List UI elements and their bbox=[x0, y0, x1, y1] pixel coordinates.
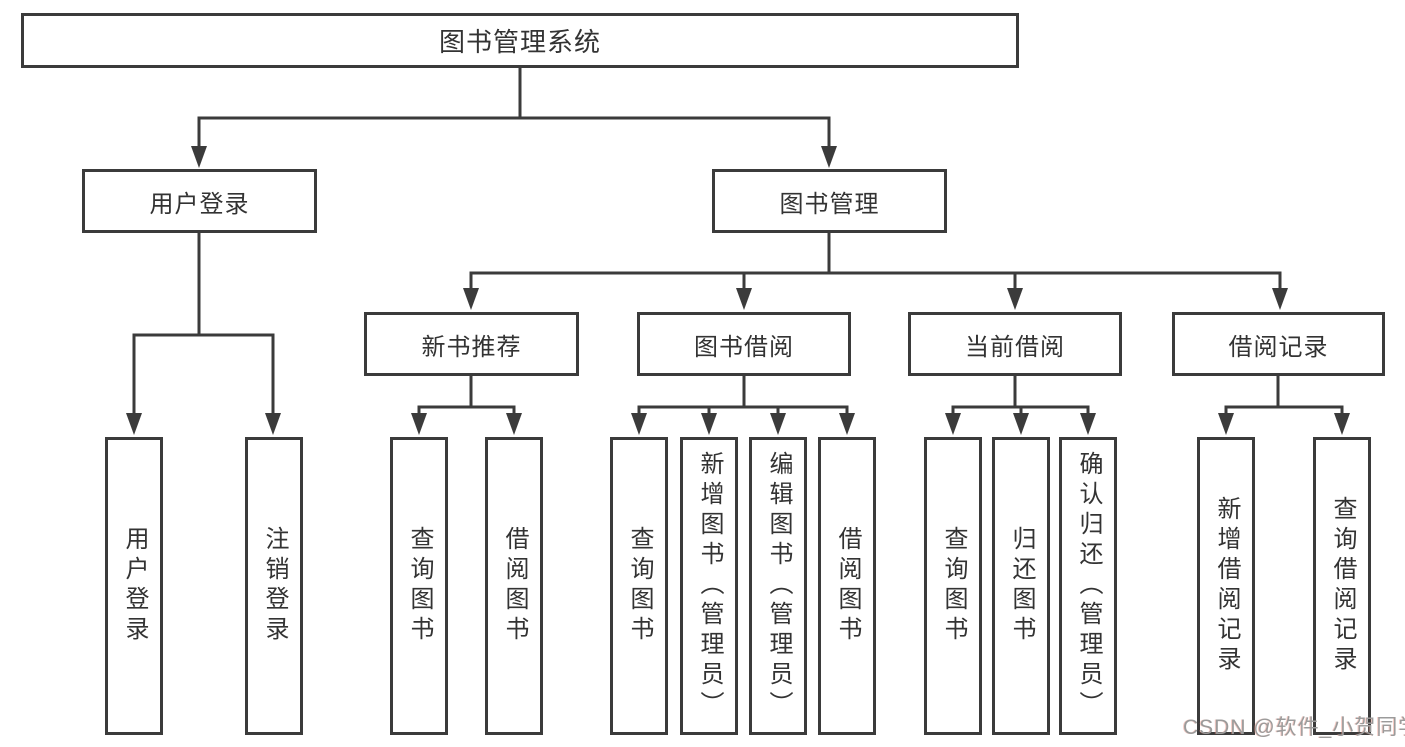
node-current-borrowing: 当前借阅 bbox=[908, 312, 1122, 376]
node-label: 借阅图书 bbox=[501, 526, 528, 646]
node-label: 图书管理系统 bbox=[438, 27, 601, 57]
node-label: 用户登录 bbox=[149, 190, 250, 218]
node-leaf-add-books-admin: 新增图书（管理员） bbox=[680, 437, 738, 735]
node-leaf-borrow-books-recommend: 借阅图书 bbox=[485, 437, 543, 735]
node-leaf-query-borrow-record: 查询借阅记录 bbox=[1313, 437, 1371, 735]
node-label: 查询借阅记录 bbox=[1329, 496, 1356, 676]
node-label: 查询图书 bbox=[406, 526, 433, 646]
node-leaf-logout: 注销登录 bbox=[245, 437, 303, 735]
node-label: 新增借阅记录 bbox=[1213, 496, 1240, 676]
node-leaf-query-books-borrowing: 查询图书 bbox=[610, 437, 668, 735]
node-book-management: 图书管理 bbox=[712, 169, 947, 233]
node-leaf-edit-books-admin: 编辑图书（管理员） bbox=[749, 437, 807, 735]
node-library-management-system: 图书管理系统 bbox=[21, 13, 1019, 68]
node-label: 注销登录 bbox=[261, 526, 288, 646]
node-user-login: 用户登录 bbox=[82, 169, 317, 233]
node-new-book-recommendation: 新书推荐 bbox=[364, 312, 579, 376]
node-leaf-borrow-books-borrowing: 借阅图书 bbox=[818, 437, 876, 735]
node-borrowing-records: 借阅记录 bbox=[1172, 312, 1385, 376]
node-label: 归还图书 bbox=[1008, 526, 1035, 646]
node-label: 借阅记录 bbox=[1228, 333, 1329, 361]
node-label: 借阅图书 bbox=[834, 526, 861, 646]
node-leaf-return-books: 归还图书 bbox=[992, 437, 1050, 735]
node-label: 当前借阅 bbox=[965, 333, 1065, 361]
node-label: 编辑图书（管理员） bbox=[765, 451, 792, 721]
node-leaf-confirm-return-admin: 确认归还（管理员） bbox=[1059, 437, 1117, 735]
node-leaf-add-borrow-record: 新增借阅记录 bbox=[1197, 437, 1255, 735]
node-leaf-query-books-current: 查询图书 bbox=[924, 437, 982, 735]
node-book-borrowing: 图书借阅 bbox=[637, 312, 851, 376]
node-label: 图书管理 bbox=[779, 190, 880, 218]
csdn-watermark: CSDN @软件_小贺同学 bbox=[1183, 716, 1405, 739]
node-label: 确认归还（管理员） bbox=[1075, 451, 1102, 721]
node-label: 新增图书（管理员） bbox=[696, 451, 723, 721]
node-label: 查询图书 bbox=[626, 526, 653, 646]
node-label: 用户登录 bbox=[121, 526, 148, 646]
node-label: 图书借阅 bbox=[694, 333, 794, 361]
node-label: 新书推荐 bbox=[421, 333, 522, 361]
node-leaf-user-login: 用户登录 bbox=[105, 437, 163, 735]
node-label: 查询图书 bbox=[940, 526, 967, 646]
node-leaf-query-books-recommend: 查询图书 bbox=[390, 437, 448, 735]
